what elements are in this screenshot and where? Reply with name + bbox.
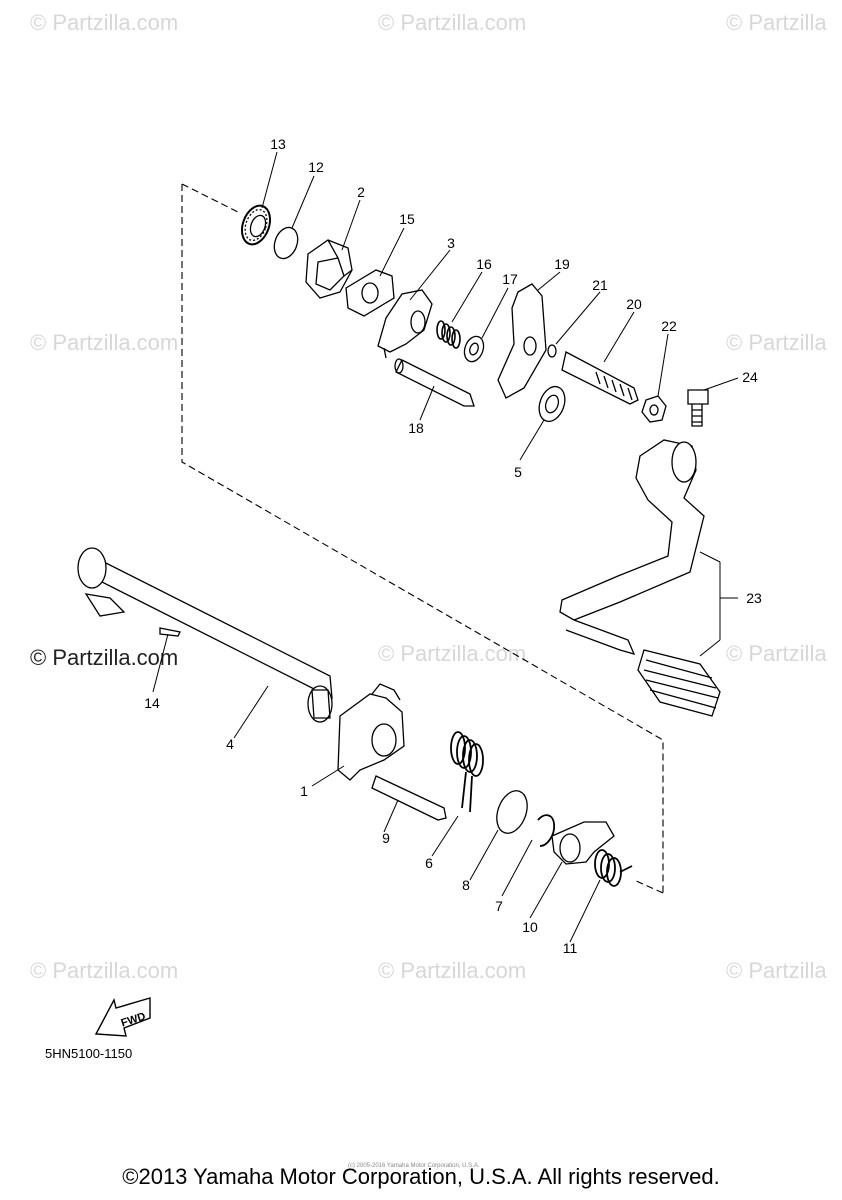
part-label-5: 5 <box>514 464 522 480</box>
o-ring-21 <box>547 344 557 358</box>
segment-2 <box>305 239 353 299</box>
watermark: © Partzilla.com <box>30 330 179 355</box>
part-label-22: 22 <box>661 318 677 334</box>
part-label-9: 9 <box>382 830 390 846</box>
part-label-17: 17 <box>502 271 518 287</box>
bolt-24 <box>687 389 709 427</box>
watermark: © Partzilla.com <box>30 10 179 35</box>
watermark: © Partzilla.com <box>378 10 527 35</box>
circlip-7 <box>537 814 556 847</box>
washer-12 <box>273 226 299 260</box>
shift-pedal-23 <box>559 439 721 717</box>
leader-lines <box>152 151 739 943</box>
copyright: ©2013 Yamaha Motor Corporation, U.S.A. A… <box>122 1164 720 1189</box>
part-label-16: 16 <box>476 256 492 272</box>
washer-17 <box>463 335 485 363</box>
part-label-23: 23 <box>746 590 762 606</box>
part-label-15: 15 <box>399 211 415 227</box>
watermark: © Partzilla.com <box>378 641 527 666</box>
watermark: © Partzilla <box>726 958 827 983</box>
part-label-13: 13 <box>270 136 286 152</box>
washer-8 <box>496 790 528 834</box>
bearing-13 <box>240 204 272 246</box>
spring-16 <box>436 320 461 349</box>
watermark-prominent: © Partzilla.com <box>30 645 179 670</box>
part-label-24: 24 <box>742 369 758 385</box>
lever-19 <box>497 283 547 399</box>
collar-5 <box>538 385 566 423</box>
arm-10 <box>551 821 615 865</box>
part-label-18: 18 <box>408 420 424 436</box>
part-label-4: 4 <box>226 736 234 752</box>
part-label-20: 20 <box>626 296 642 312</box>
part-label-21: 21 <box>592 277 608 293</box>
pin-18 <box>394 358 475 407</box>
watermark: © Partzilla <box>726 641 827 666</box>
shift-shaft-4 <box>77 547 333 723</box>
lever-3 <box>377 289 433 359</box>
watermark: © Partzilla <box>726 330 827 355</box>
part-label-1: 1 <box>300 783 308 799</box>
part-label-8: 8 <box>462 877 470 893</box>
fwd-arrow-icon <box>94 997 151 1037</box>
spring-11 <box>594 849 633 887</box>
assembly-frame <box>181 184 664 893</box>
part-label-6: 6 <box>425 855 433 871</box>
watermark: © Partzilla.com <box>378 958 527 983</box>
part-label-14: 14 <box>144 695 160 711</box>
part-label-2: 2 <box>357 184 365 200</box>
spring-6 <box>450 731 484 813</box>
shift-arm-1 <box>337 683 405 781</box>
part-label-11: 11 <box>562 940 578 956</box>
pin-14 <box>159 627 181 637</box>
nut-22 <box>641 395 667 423</box>
part-label-3: 3 <box>447 235 455 251</box>
watermark: © Partzilla.com <box>30 958 179 983</box>
part-label-12: 12 <box>308 159 324 175</box>
part-label-7: 7 <box>495 898 503 914</box>
diagram-code: 5HN5100-1150 <box>45 1046 133 1061</box>
part-label-10: 10 <box>522 919 538 935</box>
pin-9 <box>371 775 447 821</box>
plate-15 <box>345 269 395 317</box>
shaft-20 <box>561 351 639 405</box>
part-label-19: 19 <box>554 256 570 272</box>
copyright-small: (c) 2005-2016 Yamaha Motor Corporation, … <box>348 1163 480 1169</box>
watermark: © Partzilla <box>726 10 827 35</box>
